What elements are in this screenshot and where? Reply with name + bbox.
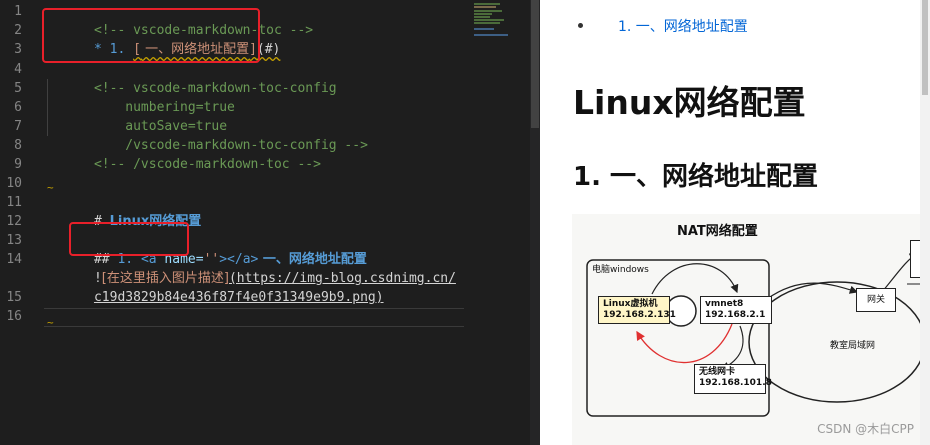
code-line-1[interactable]: <!-- vscode-markdown-toc -->	[47, 2, 313, 38]
minimap-line	[474, 6, 496, 8]
minimap-line	[474, 3, 500, 5]
vmnet8-box: vmnet8 192.168.2.1	[700, 296, 772, 324]
nat-network-diagram-image: NAT网络配置 电脑windows Linux虚拟机 192.168.2.131…	[572, 214, 930, 445]
comment-text: <!-- vscode-markdown-toc-config	[93, 81, 337, 96]
minimap-line	[474, 13, 492, 15]
link-href: (#)	[256, 42, 281, 57]
diagram-drawing	[586, 253, 930, 417]
minimap-line	[474, 19, 504, 21]
comment-text: <!-- vscode-markdown-toc -->	[93, 23, 314, 38]
section-heading: 1. 一、网络地址配置	[573, 162, 819, 192]
heading-text: Linux网络配置	[109, 214, 202, 229]
line-number: 7	[14, 119, 22, 134]
html-attr-value: ''	[203, 252, 220, 267]
heading-text: 一、网络地址配置	[258, 252, 367, 267]
line-number: 9	[14, 157, 22, 172]
diagram-title: NAT网络配置	[677, 224, 758, 239]
image-url[interactable]: c19d3829b84e436f87f4e0f31349e9b9.png)	[93, 290, 384, 305]
comment-text: numbering=true	[93, 100, 235, 115]
arrow	[720, 325, 744, 370]
scrollbar-thumb[interactable]	[531, 0, 539, 128]
image-alt-text: [在这里插入图片描述]	[101, 271, 229, 286]
code-line-14-wrap[interactable]: c19d3829b84e436f87f4e0f31349e9b9.png)	[47, 269, 384, 305]
link-text: 一、网络地址配置	[140, 42, 250, 57]
comment-text: autoSave=true	[93, 119, 228, 134]
line-number: 6	[14, 100, 22, 115]
link-bracket-open: [	[133, 42, 141, 57]
image-bang: !	[93, 271, 102, 286]
link-bracket-close: ]	[249, 42, 257, 57]
line-number: 10	[6, 176, 22, 191]
bullet-icon	[578, 23, 583, 28]
scrollbar-thumb[interactable]	[922, 0, 928, 95]
line-number: 8	[14, 138, 22, 153]
arrow	[636, 323, 733, 364]
watermark: CSDN @木白CPP	[817, 422, 914, 436]
page-heading: Linux网络配置	[573, 83, 806, 122]
minimap[interactable]	[470, 0, 526, 445]
line-number: 15	[6, 290, 22, 305]
code-line-11[interactable]: # Linux网络配置	[47, 193, 201, 229]
code-line-6[interactable]: autoSave=true	[47, 98, 227, 134]
code-line-5[interactable]: numbering=true	[47, 79, 235, 115]
line-number: 14	[6, 252, 22, 267]
current-line-highlight	[44, 308, 464, 327]
gateway-box: 网关	[856, 288, 896, 312]
red-highlight-box	[69, 222, 189, 256]
code-area[interactable]: <!-- vscode-markdown-toc --> * 1. [ 一、网络…	[47, 0, 467, 445]
windows-label: 电脑windows	[592, 265, 649, 275]
arrow	[651, 263, 739, 295]
lan-label: 教室局域网	[830, 341, 876, 351]
list-number: 1.	[109, 42, 134, 57]
line-number: 11	[6, 195, 22, 210]
code-line-8[interactable]: <!-- /vscode-markdown-toc -->	[47, 136, 321, 172]
html-tag-close: </a>	[227, 252, 259, 267]
heading-marker: #	[93, 214, 110, 229]
editor-scrollbar[interactable]	[530, 0, 540, 445]
minimap-line	[474, 34, 508, 36]
wireless-nic-box: 无线网卡 192.168.101.8	[694, 364, 772, 394]
code-line-14[interactable]: ![在这里插入图片描述](https://img-blog.csdnimg.cn…	[47, 250, 456, 286]
line-number: 5	[14, 81, 22, 96]
warning-squiggle: ~	[47, 181, 54, 194]
comment-text: <!-- /vscode-markdown-toc -->	[93, 157, 321, 172]
line-number-gutter: 1 2 3 4 5 6 7 8 9 10 11 12 13 14 15 16	[0, 0, 40, 445]
indent-guide	[47, 79, 48, 136]
line-number: 13	[6, 233, 22, 248]
line-number: 16	[6, 309, 22, 324]
toc-link[interactable]: 1. 一、网络地址配置	[618, 19, 748, 35]
comment-text: /vscode-markdown-toc-config -->	[93, 138, 368, 153]
preview-scrollbar[interactable]	[920, 0, 930, 445]
image-url[interactable]: (https://img-blog.csdnimg.cn/	[228, 271, 456, 286]
code-line-7[interactable]: /vscode-markdown-toc-config -->	[47, 117, 368, 153]
html-tag-gt: >	[219, 252, 228, 267]
arrow	[766, 282, 859, 300]
minimap-line	[474, 22, 500, 24]
warning-squiggle: ~	[47, 316, 54, 329]
line-number: 12	[6, 214, 22, 229]
line-number: 4	[14, 62, 22, 77]
minimap-line	[474, 10, 502, 12]
code-line-4[interactable]: <!-- vscode-markdown-toc-config	[47, 60, 337, 96]
line-number: 1	[14, 4, 22, 19]
code-line-2[interactable]: * 1. [ 一、网络地址配置](#)	[47, 21, 280, 57]
minimap-line	[474, 16, 490, 18]
windows-container	[586, 259, 770, 417]
linux-vm-box: Linux虚拟机 192.168.2.131	[598, 296, 676, 324]
list-marker: *	[93, 42, 110, 57]
red-highlight-box	[42, 8, 260, 63]
line-number: 3	[14, 42, 22, 57]
line-number: 2	[14, 23, 22, 38]
minimap-line	[474, 28, 494, 30]
editor-pane[interactable]: 1 2 3 4 5 6 7 8 9 10 11 12 13 14 15 16 <…	[0, 0, 540, 445]
markdown-preview-pane[interactable]: 1. 一、网络地址配置 Linux网络配置 1. 一、网络地址配置 NAT网络配…	[540, 0, 930, 445]
